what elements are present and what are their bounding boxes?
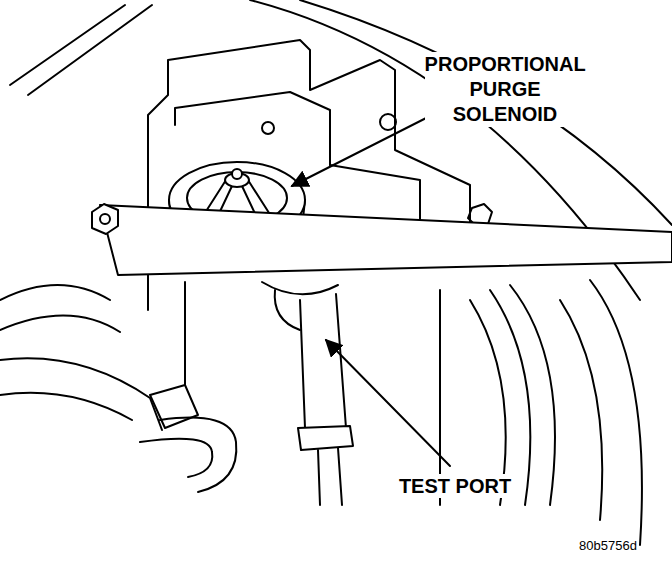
- bracket-plate: [330, 165, 420, 220]
- hood-line: [10, 5, 125, 85]
- leader-arrow: [292, 112, 438, 186]
- leader-arrow: [326, 340, 450, 466]
- nut-center: [100, 214, 110, 224]
- hose: [160, 418, 236, 492]
- structure-line: [185, 282, 440, 505]
- hose: [140, 439, 212, 477]
- hose-clamp: [150, 385, 198, 428]
- hose: [0, 285, 110, 300]
- body-curve: [590, 280, 642, 545]
- body-curve: [560, 300, 602, 520]
- bolt: [262, 122, 274, 134]
- test-port-cap: [298, 426, 353, 450]
- hex-nut: [92, 204, 118, 234]
- part-label: PROPORTIONAL PURGE SOLENOID: [425, 52, 586, 127]
- rib: [510, 285, 555, 505]
- hose: [0, 315, 120, 332]
- test-port-tube: [300, 294, 346, 428]
- bolt: [380, 114, 396, 130]
- figure-code: 80b5756d: [579, 538, 637, 554]
- port-elbow: [275, 290, 300, 330]
- fender-curve: [300, 0, 672, 225]
- strap: [100, 205, 672, 275]
- hood-line: [28, 5, 152, 95]
- part-label: TEST PORT: [399, 474, 511, 498]
- hose: [0, 393, 132, 420]
- port-elbow: [262, 282, 338, 294]
- rib: [490, 290, 530, 505]
- test-port-stem: [318, 448, 342, 505]
- hose: [0, 358, 162, 430]
- solenoid-nipple: [232, 169, 242, 179]
- bracket-plate: [175, 92, 330, 165]
